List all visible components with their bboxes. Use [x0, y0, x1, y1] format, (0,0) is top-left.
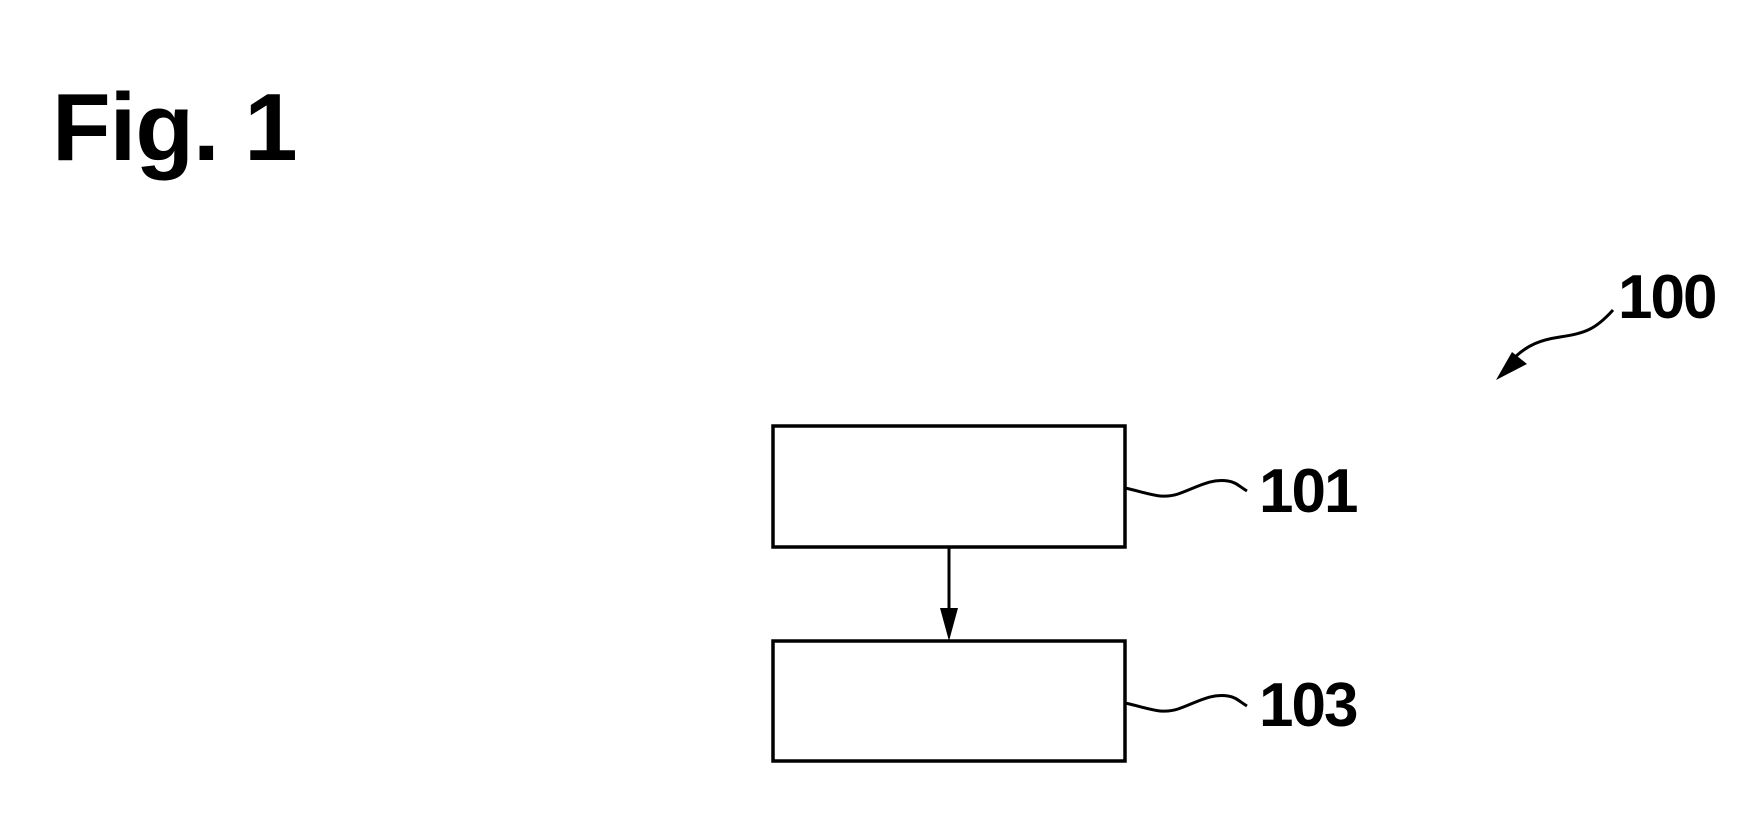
block-101-box	[771, 424, 1127, 549]
block-103: 103	[771, 639, 1359, 763]
block-103-box	[771, 639, 1127, 763]
block-103-leader	[1124, 693, 1248, 713]
block-103-label: 103	[1259, 671, 1357, 740]
block-101-label: 101	[1259, 457, 1357, 526]
block-101-leader	[1124, 478, 1248, 498]
figure-reference-arrowhead	[1496, 352, 1527, 380]
arrow-head	[940, 608, 958, 641]
figure-reference-leader	[1513, 308, 1615, 359]
block-101: 101	[771, 424, 1359, 549]
figure-reference: 100	[1496, 263, 1717, 380]
figure-reference-label: 100	[1618, 263, 1715, 332]
arrow-101-to-103	[940, 547, 958, 641]
figure-title: Fig. 1	[52, 74, 297, 181]
